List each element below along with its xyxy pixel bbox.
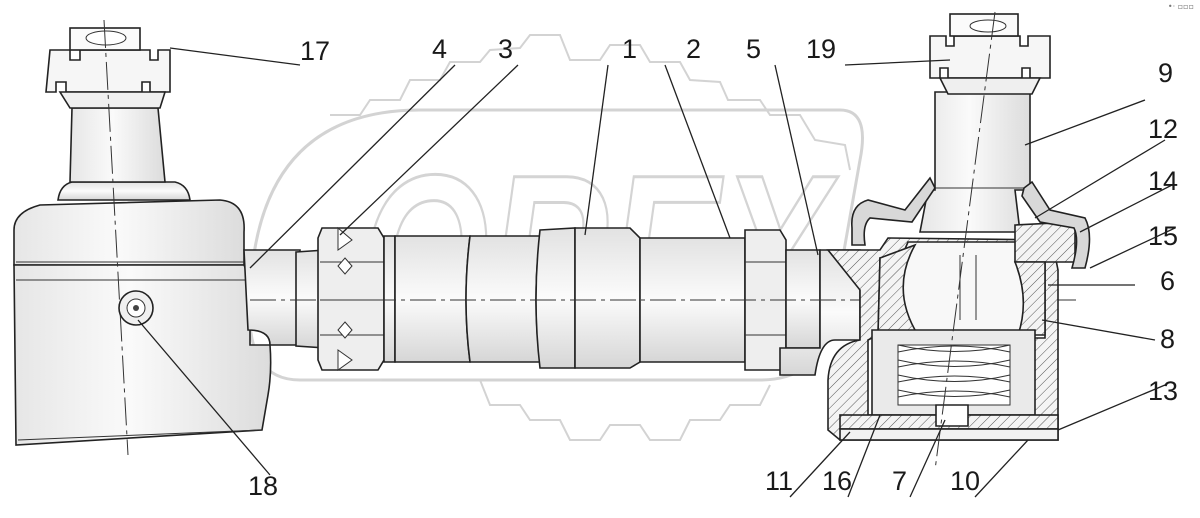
callout-16: 16 bbox=[822, 466, 852, 496]
callout-2: 2 bbox=[686, 34, 701, 64]
callout-13: 13 bbox=[1148, 376, 1178, 406]
tie-rod-body bbox=[243, 226, 1080, 376]
right-tie-rod-end-section bbox=[826, 11, 1091, 471]
callout-19: 19 bbox=[806, 34, 836, 64]
callout-7: 7 bbox=[892, 466, 907, 496]
callout-4: 4 bbox=[432, 34, 447, 64]
callout-14: 14 bbox=[1148, 166, 1178, 196]
callout-17: 17 bbox=[300, 36, 330, 66]
callout-10: 10 bbox=[950, 466, 980, 496]
callout-15: 15 bbox=[1148, 221, 1178, 251]
callout-3: 3 bbox=[498, 34, 513, 64]
left-tie-rod-end bbox=[13, 19, 272, 456]
callout-9: 9 bbox=[1158, 58, 1173, 88]
callout-18: 18 bbox=[248, 471, 278, 501]
watermark-gear bbox=[248, 34, 864, 441]
callout-11: 11 bbox=[765, 466, 793, 496]
callout-1: 1 bbox=[622, 34, 637, 64]
callout-8: 8 bbox=[1160, 324, 1175, 354]
leader-lines bbox=[137, 47, 1176, 498]
corner-mark: •· ▫▫▫ bbox=[1167, 2, 1194, 11]
callout-6: 6 bbox=[1160, 266, 1175, 296]
callout-labels: 17 4 3 1 2 5 19 9 12 14 15 6 8 13 18 11 … bbox=[248, 34, 1178, 501]
callout-5: 5 bbox=[746, 34, 761, 64]
callout-12: 12 bbox=[1148, 114, 1178, 144]
